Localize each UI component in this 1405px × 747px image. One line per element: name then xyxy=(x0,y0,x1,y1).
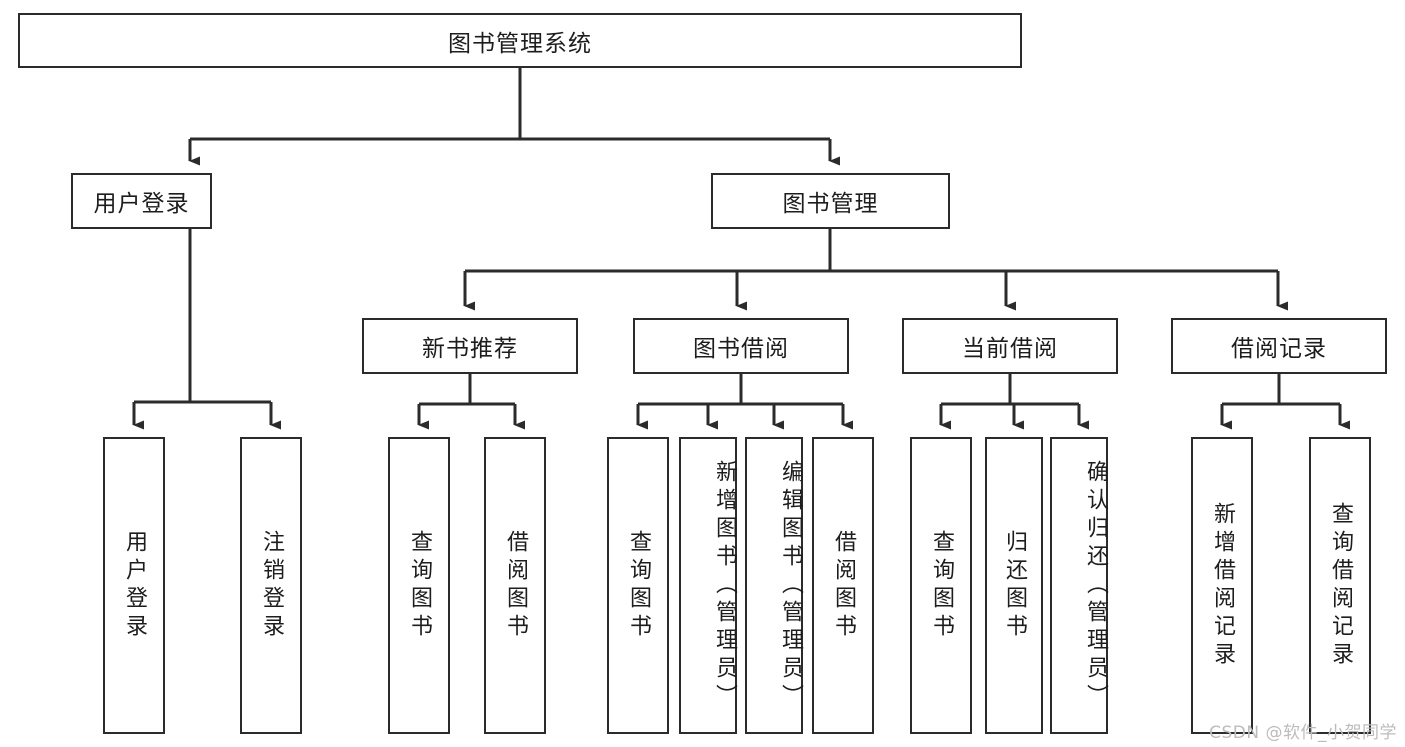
node-leaf-borrow-book-2[interactable]: 借阅图书 xyxy=(812,437,874,734)
node-user-login-label: 用户登录 xyxy=(93,191,190,217)
node-leaf-add-book[interactable]: 新增图书（管理员） xyxy=(679,437,737,734)
node-leaf-confirm-return[interactable]: 确认归还（管理员） xyxy=(1050,437,1108,734)
node-leaf-user-login-label: 用户登录 xyxy=(122,529,147,642)
node-leaf-borrow-book-1[interactable]: 借阅图书 xyxy=(484,437,546,734)
csdn-watermark: CSDN @软件_小贺同学 xyxy=(1209,723,1397,743)
node-new-book-rec-label: 新书推荐 xyxy=(422,336,518,362)
node-leaf-query-book-3-label: 查询图书 xyxy=(929,529,954,642)
node-current-borrow[interactable]: 当前借阅 xyxy=(902,318,1118,374)
node-leaf-query-book-2[interactable]: 查询图书 xyxy=(607,437,669,734)
node-leaf-edit-book[interactable]: 编辑图书（管理员） xyxy=(745,437,803,734)
node-book-borrow[interactable]: 图书借阅 xyxy=(633,318,849,374)
node-borrow-record-label: 借阅记录 xyxy=(1231,336,1327,362)
node-borrow-record[interactable]: 借阅记录 xyxy=(1171,318,1387,374)
node-user-login[interactable]: 用户登录 xyxy=(71,173,212,229)
node-book-manage[interactable]: 图书管理 xyxy=(711,173,950,229)
node-leaf-return-book-label: 归还图书 xyxy=(1002,529,1027,642)
node-current-borrow-label: 当前借阅 xyxy=(962,336,1058,362)
node-leaf-borrow-book-1-label: 借阅图书 xyxy=(503,529,528,642)
node-root-system[interactable]: 图书管理系统 xyxy=(18,13,1022,68)
node-leaf-query-book-1[interactable]: 查询图书 xyxy=(388,437,450,734)
node-leaf-query-book-3[interactable]: 查询图书 xyxy=(910,437,972,734)
node-leaf-user-logout[interactable]: 注销登录 xyxy=(240,437,302,734)
node-leaf-user-logout-label: 注销登录 xyxy=(259,529,284,642)
node-leaf-confirm-return-label: 确认归还（管理员） xyxy=(1083,459,1108,712)
node-leaf-edit-book-label: 编辑图书（管理员） xyxy=(778,459,803,712)
node-leaf-return-book[interactable]: 归还图书 xyxy=(985,437,1043,734)
node-book-manage-label: 图书管理 xyxy=(782,191,879,217)
node-root-system-label: 图书管理系统 xyxy=(448,30,592,57)
node-leaf-query-record-label: 查询借阅记录 xyxy=(1328,501,1353,670)
node-new-book-rec[interactable]: 新书推荐 xyxy=(362,318,578,374)
node-leaf-borrow-book-2-label: 借阅图书 xyxy=(831,529,856,642)
node-leaf-add-record[interactable]: 新增借阅记录 xyxy=(1191,437,1253,734)
node-leaf-query-record[interactable]: 查询借阅记录 xyxy=(1309,437,1371,734)
node-leaf-user-login[interactable]: 用户登录 xyxy=(103,437,165,734)
node-book-borrow-label: 图书借阅 xyxy=(693,336,789,362)
node-leaf-query-book-2-label: 查询图书 xyxy=(626,529,651,642)
node-leaf-query-book-1-label: 查询图书 xyxy=(407,529,432,642)
node-leaf-add-record-label: 新增借阅记录 xyxy=(1210,501,1235,670)
node-leaf-add-book-label: 新增图书（管理员） xyxy=(712,459,737,712)
